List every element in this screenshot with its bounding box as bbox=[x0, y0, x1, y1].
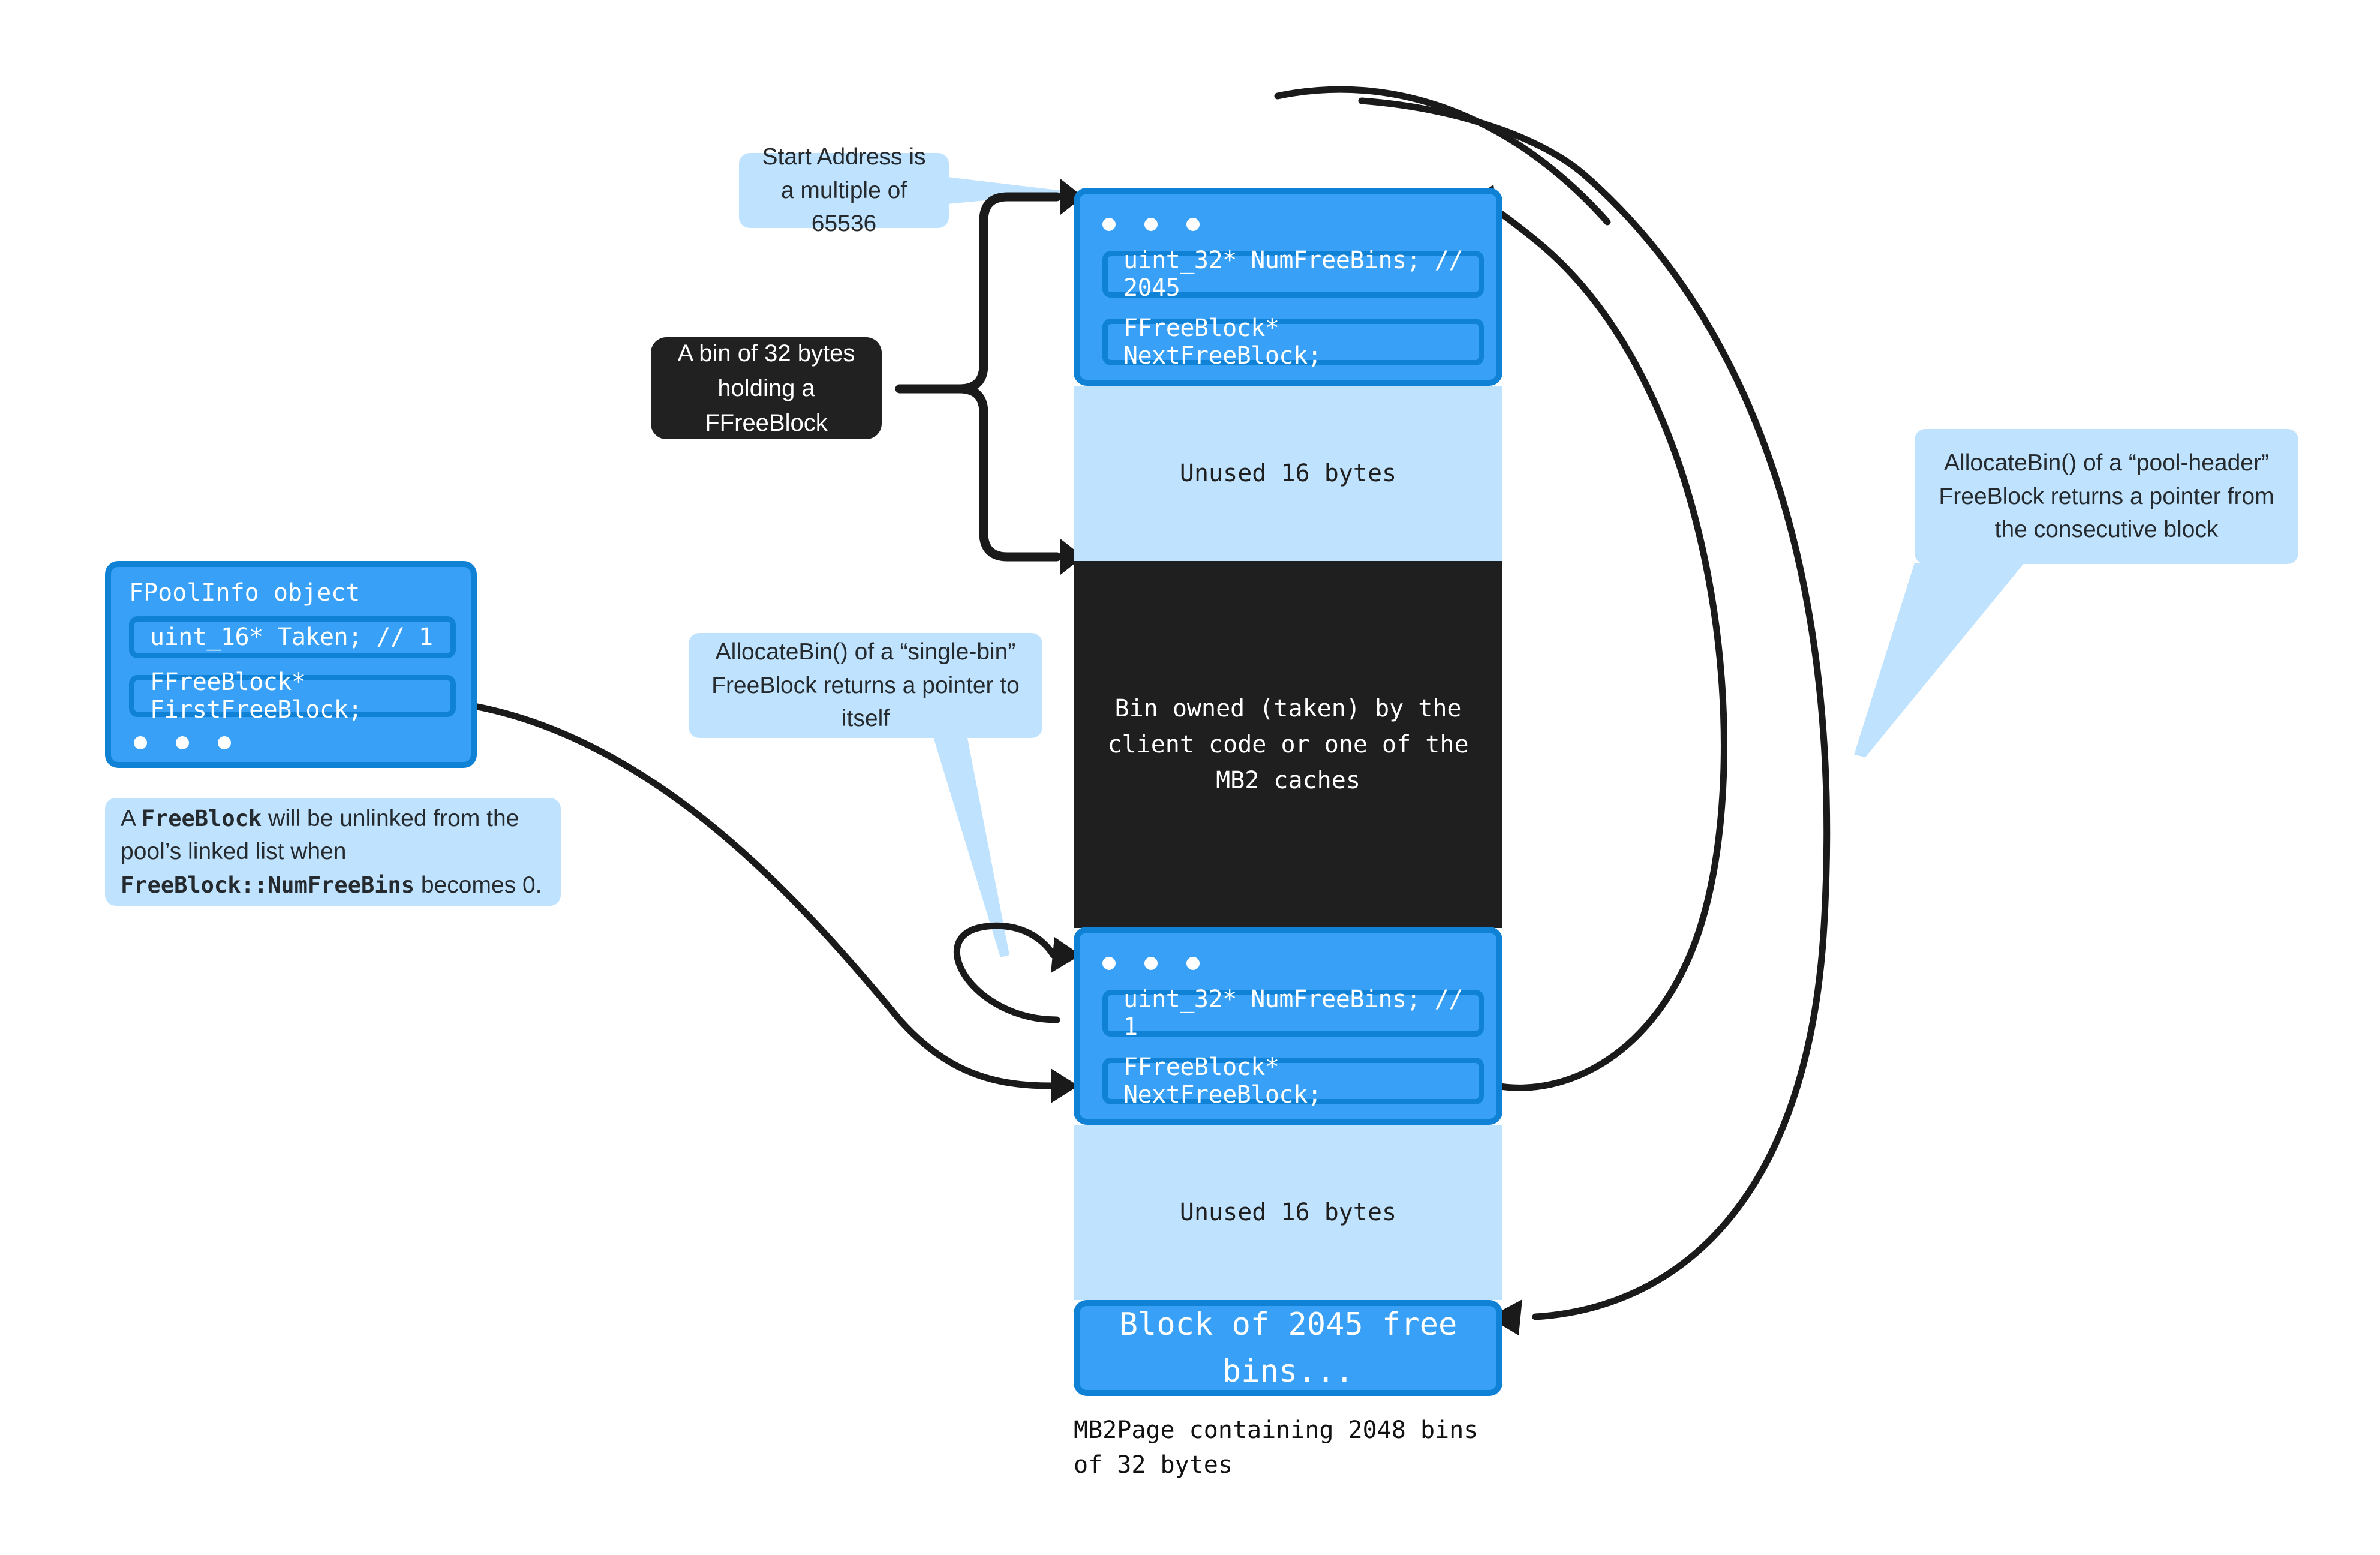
mb2page-caption: MB2Page containing 2048 bins of 32 bytes bbox=[1074, 1416, 1479, 1479]
block-head-unused-16-bytes: Unused 16 bytes bbox=[1074, 386, 1502, 561]
block-head-field-numfreebins: uint_32* NumFreeBins; // 2045 bbox=[1102, 247, 1484, 302]
block-second-ellipsis-dots bbox=[1102, 957, 1200, 970]
block-of-2045-free-bins: Block of 2045 free bins... bbox=[1074, 1300, 1502, 1396]
block-second-field-numfreebins: uint_32* NumFreeBins; // 1 bbox=[1102, 986, 1484, 1041]
self-loop-arrow bbox=[954, 922, 1060, 1023]
fpoolinfo-ellipsis-dots bbox=[134, 736, 231, 749]
bin-bracket-line-2 bbox=[955, 384, 1062, 562]
block-head-ellipsis-dots bbox=[1102, 218, 1200, 231]
note-unlink-part3: becomes 0. bbox=[414, 872, 542, 898]
pool-header-tail bbox=[1854, 563, 2024, 757]
tooltip-bin-32-bytes: A bin of 32 bytes holding a FFreeBlock bbox=[651, 337, 882, 439]
note-unlink-part1: A bbox=[121, 805, 142, 831]
callout-pool-header: AllocateBin() of a “pool-header” FreeBlo… bbox=[1915, 429, 2298, 564]
single-bin-tail bbox=[933, 735, 1009, 957]
nextfreeblock-to-head-arrow bbox=[1476, 197, 1727, 1091]
block-head-field-nextfreeblock: FFreeBlock* NextFreeBlock; bbox=[1102, 314, 1484, 370]
note-unlink-bold2: FreeBlock::NumFreeBins bbox=[121, 872, 415, 898]
block-free-block-head: uint_32* NumFreeBins; // 2045 FFreeBlock… bbox=[1074, 188, 1502, 386]
fpoolinfo-field-taken: uint_16* Taken; // 1 bbox=[129, 616, 456, 658]
note-unlink-bold1: FreeBlock bbox=[141, 805, 262, 831]
block-free-block-second: uint_32* NumFreeBins; // 1 FFreeBlock* N… bbox=[1074, 927, 1502, 1125]
start-address-tail bbox=[948, 177, 1074, 204]
note-unlink-part2: will be unlinked from the pool’s linked … bbox=[121, 805, 519, 865]
callout-single-bin: AllocateBin() of a “single-bin” FreeBloc… bbox=[689, 633, 1042, 738]
fpoolinfo-field-firstfreeblock: FFreeBlock* FirstFreeBlock; bbox=[129, 668, 456, 724]
callout-start-address: Start Address is a multiple of 65536 bbox=[739, 144, 949, 236]
fpoolinfo-title: FPoolInfo object bbox=[129, 579, 360, 607]
block-second-unused-16-bytes: Unused 16 bytes bbox=[1074, 1125, 1502, 1300]
block-second-field-nextfreeblock: FFreeBlock* NextFreeBlock; bbox=[1102, 1053, 1484, 1109]
fpoolinfo-object: FPoolInfo object uint_16* Taken; // 1 FF… bbox=[105, 561, 477, 768]
note-unlink-freeblock: A FreeBlock will be unlinked from the po… bbox=[105, 798, 561, 906]
block-taken-bin: Bin owned (taken) by the client code or … bbox=[1074, 561, 1502, 928]
